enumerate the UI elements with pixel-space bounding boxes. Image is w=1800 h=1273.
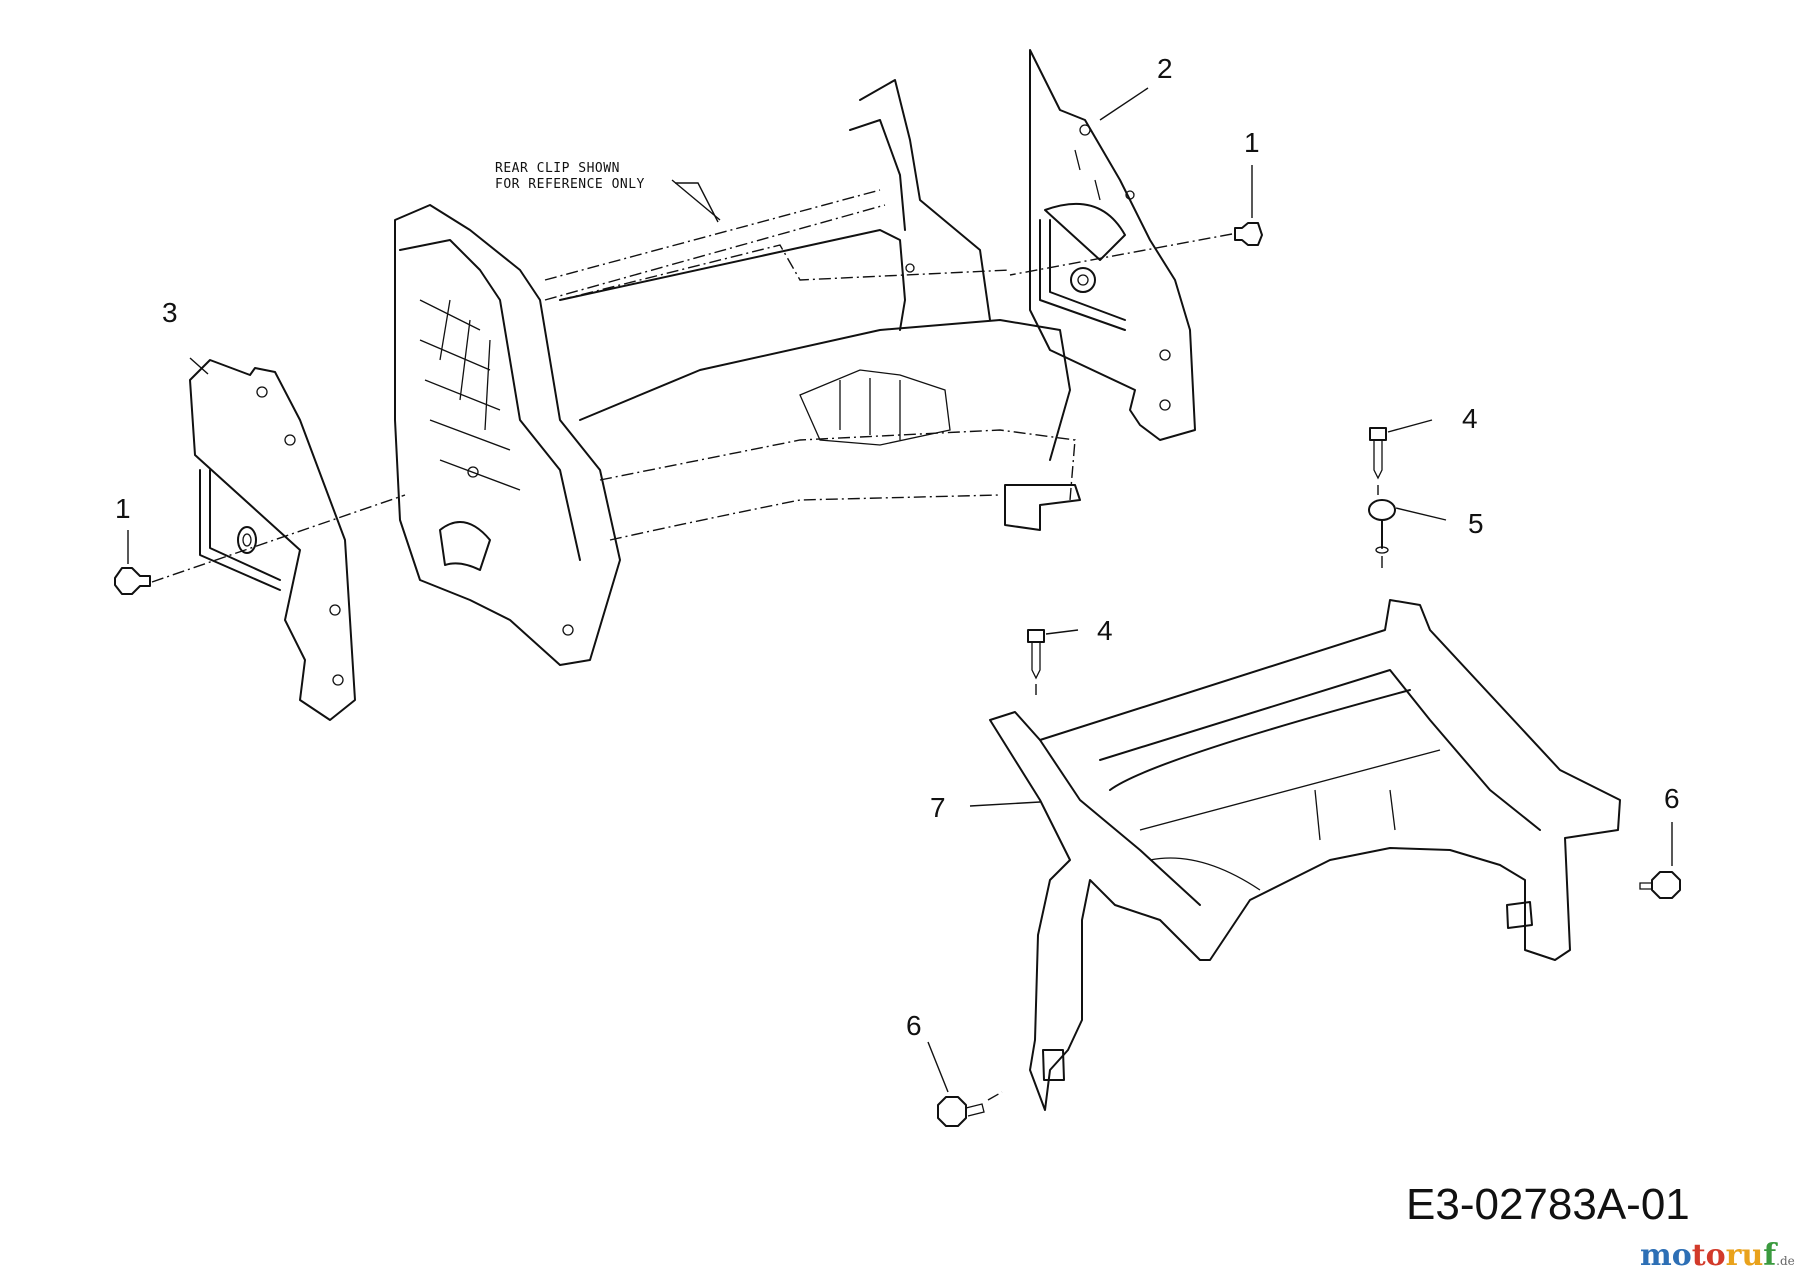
part-4-screw-upper xyxy=(1369,419,1433,495)
callout-2: 2 xyxy=(1157,53,1173,84)
watermark-part-2: to xyxy=(1691,1238,1726,1273)
callout-4-lower: 4 xyxy=(1097,615,1113,646)
part-6-bolt-bottom xyxy=(927,1041,1003,1127)
diagram-id: E3-02783A-01 xyxy=(1406,1180,1690,1229)
callout-7: 7 xyxy=(930,792,946,823)
part-7-front-cover xyxy=(969,599,1621,1111)
part-2-right-side-plate xyxy=(1029,49,1196,441)
callout-6-bottom: 6 xyxy=(906,1010,922,1041)
callout-5: 5 xyxy=(1468,508,1484,539)
part-4-screw-lower xyxy=(1027,629,1079,695)
part-1-bolt-left xyxy=(114,494,406,595)
callout-4-upper: 4 xyxy=(1462,403,1478,434)
callout-3: 3 xyxy=(162,297,178,328)
part-5-pin xyxy=(1368,499,1447,570)
part-6-bolt-right xyxy=(1639,822,1681,899)
watermark-part-3: ru xyxy=(1725,1238,1764,1273)
watermark-part-1: mo xyxy=(1640,1238,1692,1273)
reference-note: REAR CLIP SHOWN FOR REFERENCE ONLY xyxy=(495,161,719,223)
watermark-suffix: .de xyxy=(1776,1254,1795,1268)
callout-1-left: 1 xyxy=(115,493,131,524)
note-line-2: FOR REFERENCE ONLY xyxy=(495,177,645,192)
main-frame xyxy=(394,79,1081,666)
callout-6-right: 6 xyxy=(1664,783,1680,814)
part-3-left-side-plate xyxy=(189,357,356,721)
note-line-1: REAR CLIP SHOWN xyxy=(495,161,620,176)
watermark-logo: motoruf.de xyxy=(1640,1238,1795,1273)
watermark-part-4: f xyxy=(1763,1238,1777,1273)
callout-1-upper: 1 xyxy=(1244,127,1260,158)
part-1-bolt-right xyxy=(1009,165,1263,276)
